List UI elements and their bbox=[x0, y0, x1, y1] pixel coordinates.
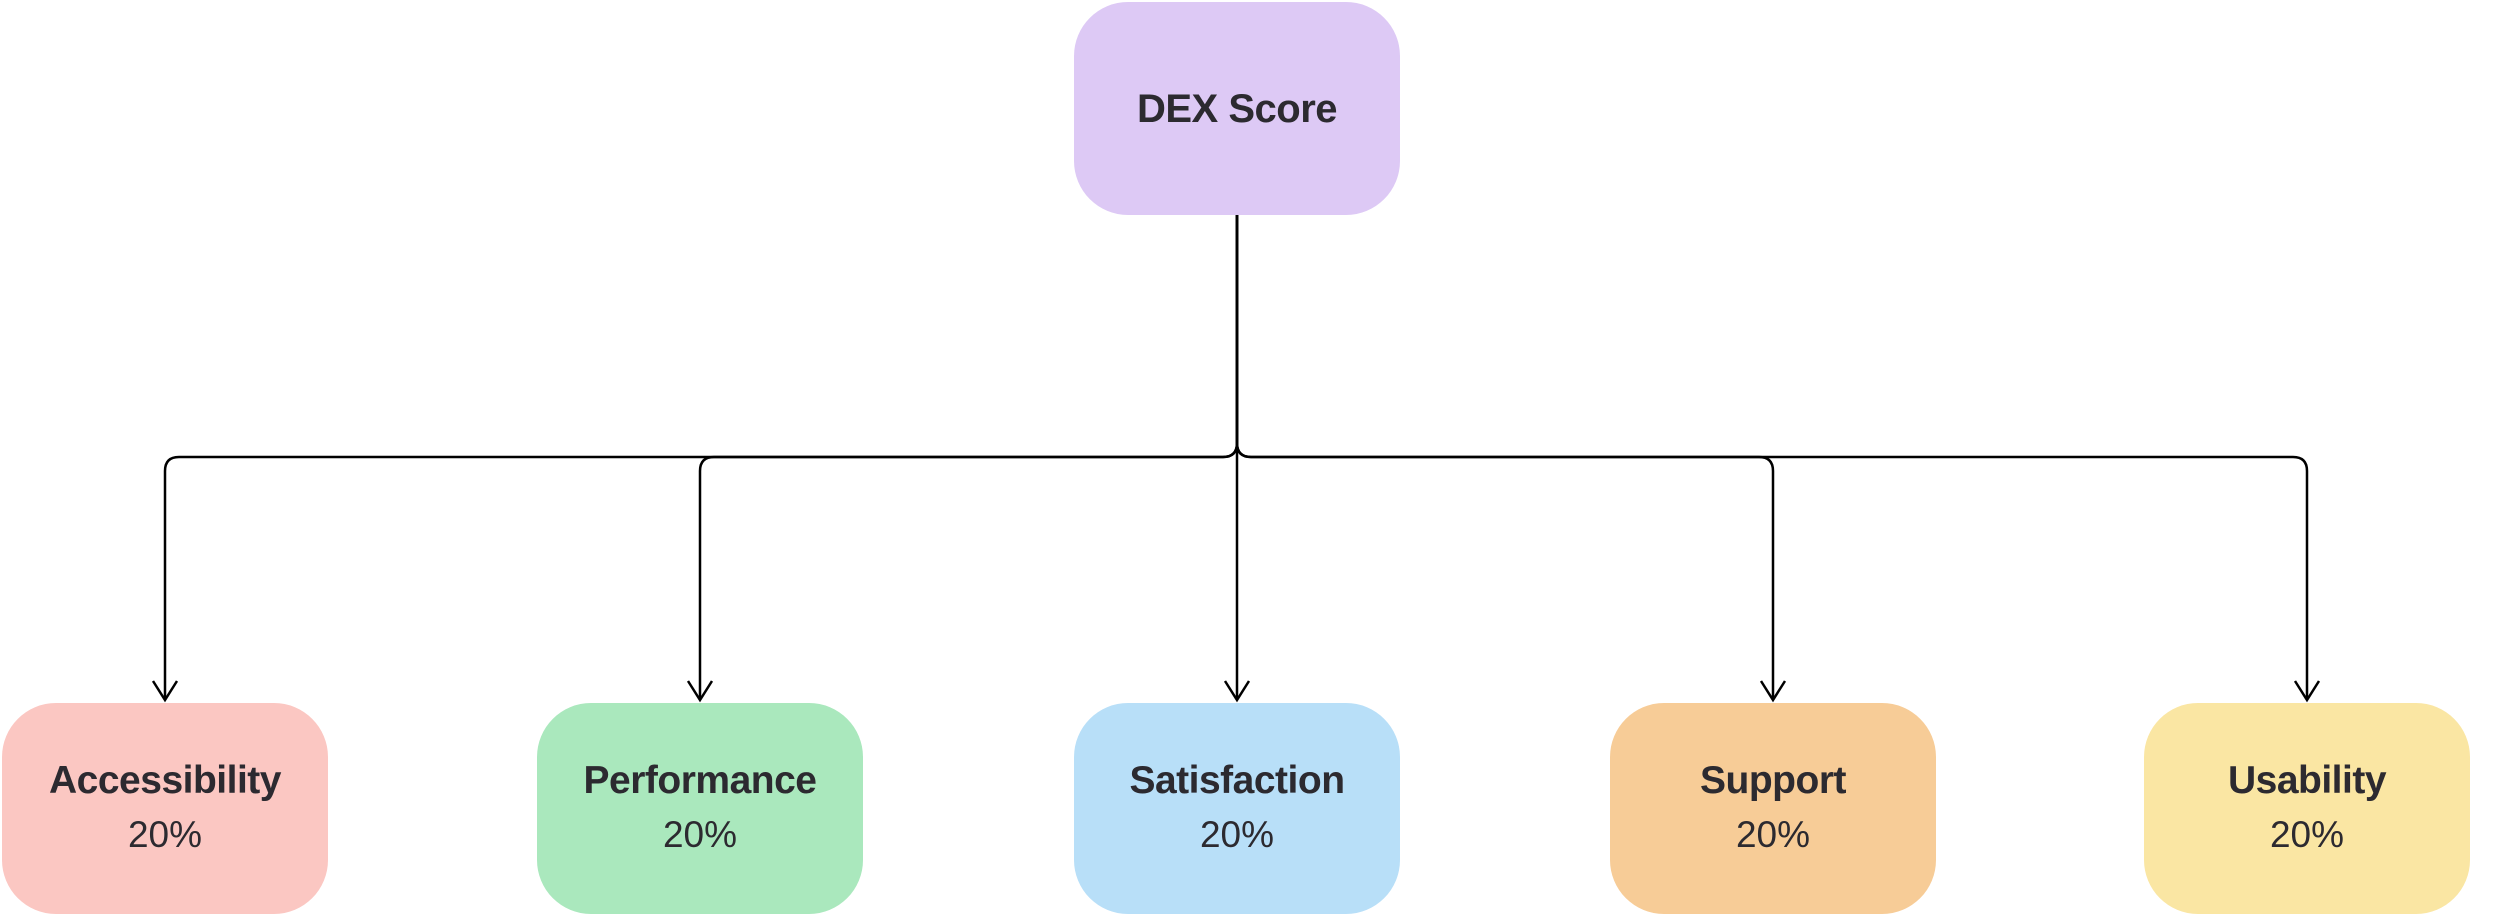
arrowhead-support-icon bbox=[1759, 680, 1787, 703]
connector-root-to-support bbox=[1235, 215, 1775, 698]
node-performance: Performance 20% bbox=[537, 703, 863, 914]
node-title: Accessibility bbox=[49, 759, 281, 803]
node-usability: Usability 20% bbox=[2144, 703, 2470, 914]
connector-root-to-performance bbox=[698, 215, 1239, 698]
arrowhead-performance-icon bbox=[686, 680, 714, 703]
node-title: Performance bbox=[583, 759, 817, 803]
node-weight: 20% bbox=[1199, 813, 1275, 855]
node-weight: 20% bbox=[127, 813, 203, 855]
arrowhead-usability-icon bbox=[2293, 680, 2321, 703]
connector-root-to-accessibility bbox=[163, 215, 1239, 698]
node-weight: 20% bbox=[662, 813, 738, 855]
node-title: Satisfaction bbox=[1129, 759, 1345, 803]
node-accessibility: Accessibility 20% bbox=[2, 703, 328, 914]
node-weight: 20% bbox=[2269, 813, 2345, 855]
node-weight: 20% bbox=[1735, 813, 1811, 855]
arrowhead-satisfaction-icon bbox=[1223, 680, 1251, 703]
arrowhead-accessibility-icon bbox=[151, 680, 179, 703]
connector-root-to-usability bbox=[1235, 215, 2309, 698]
node-title: Support bbox=[1700, 759, 1846, 803]
node-title: DEX Score bbox=[1136, 86, 1338, 131]
node-dex-score: DEX Score bbox=[1074, 2, 1400, 215]
node-satisfaction: Satisfaction 20% bbox=[1074, 703, 1400, 914]
node-support: Support 20% bbox=[1610, 703, 1936, 914]
node-title: Usability bbox=[2227, 759, 2387, 803]
